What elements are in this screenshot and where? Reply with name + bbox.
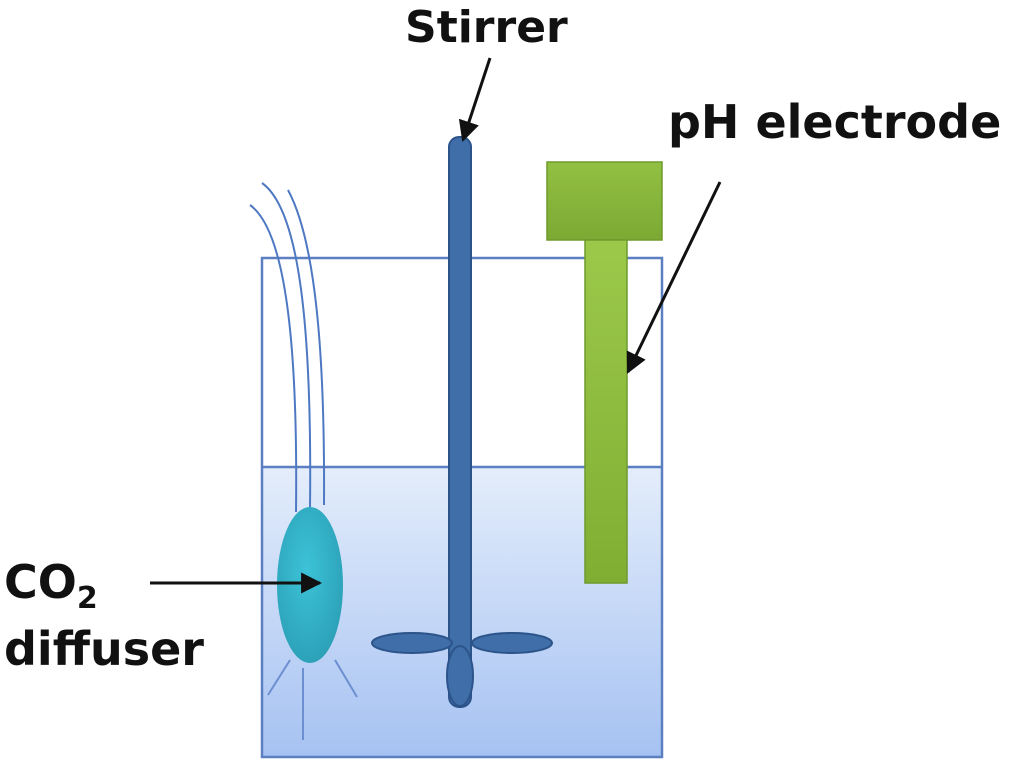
co2-diffuser <box>277 507 343 663</box>
co2-label-main: CO <box>4 555 77 609</box>
diffuser-label: diffuser <box>4 622 204 676</box>
stirrer-impeller <box>371 632 553 707</box>
bubble-lines <box>267 659 358 740</box>
stirrer-label: Stirrer <box>405 2 568 53</box>
co2-label-subscript: 2 <box>77 581 98 616</box>
co2-label: CO2 <box>4 555 98 616</box>
ph-electrode-body <box>584 239 628 584</box>
stirrer-shaft <box>448 136 472 708</box>
ph-electrode-arrow <box>626 181 722 374</box>
gas-tube-inner <box>249 204 298 513</box>
ph-electrode-cap <box>546 161 663 241</box>
ph-electrode-label: pH electrode <box>668 95 1001 149</box>
gas-tube-right <box>287 189 326 506</box>
gas-tube-outer <box>261 182 312 511</box>
stirrer-arrow <box>458 57 492 142</box>
